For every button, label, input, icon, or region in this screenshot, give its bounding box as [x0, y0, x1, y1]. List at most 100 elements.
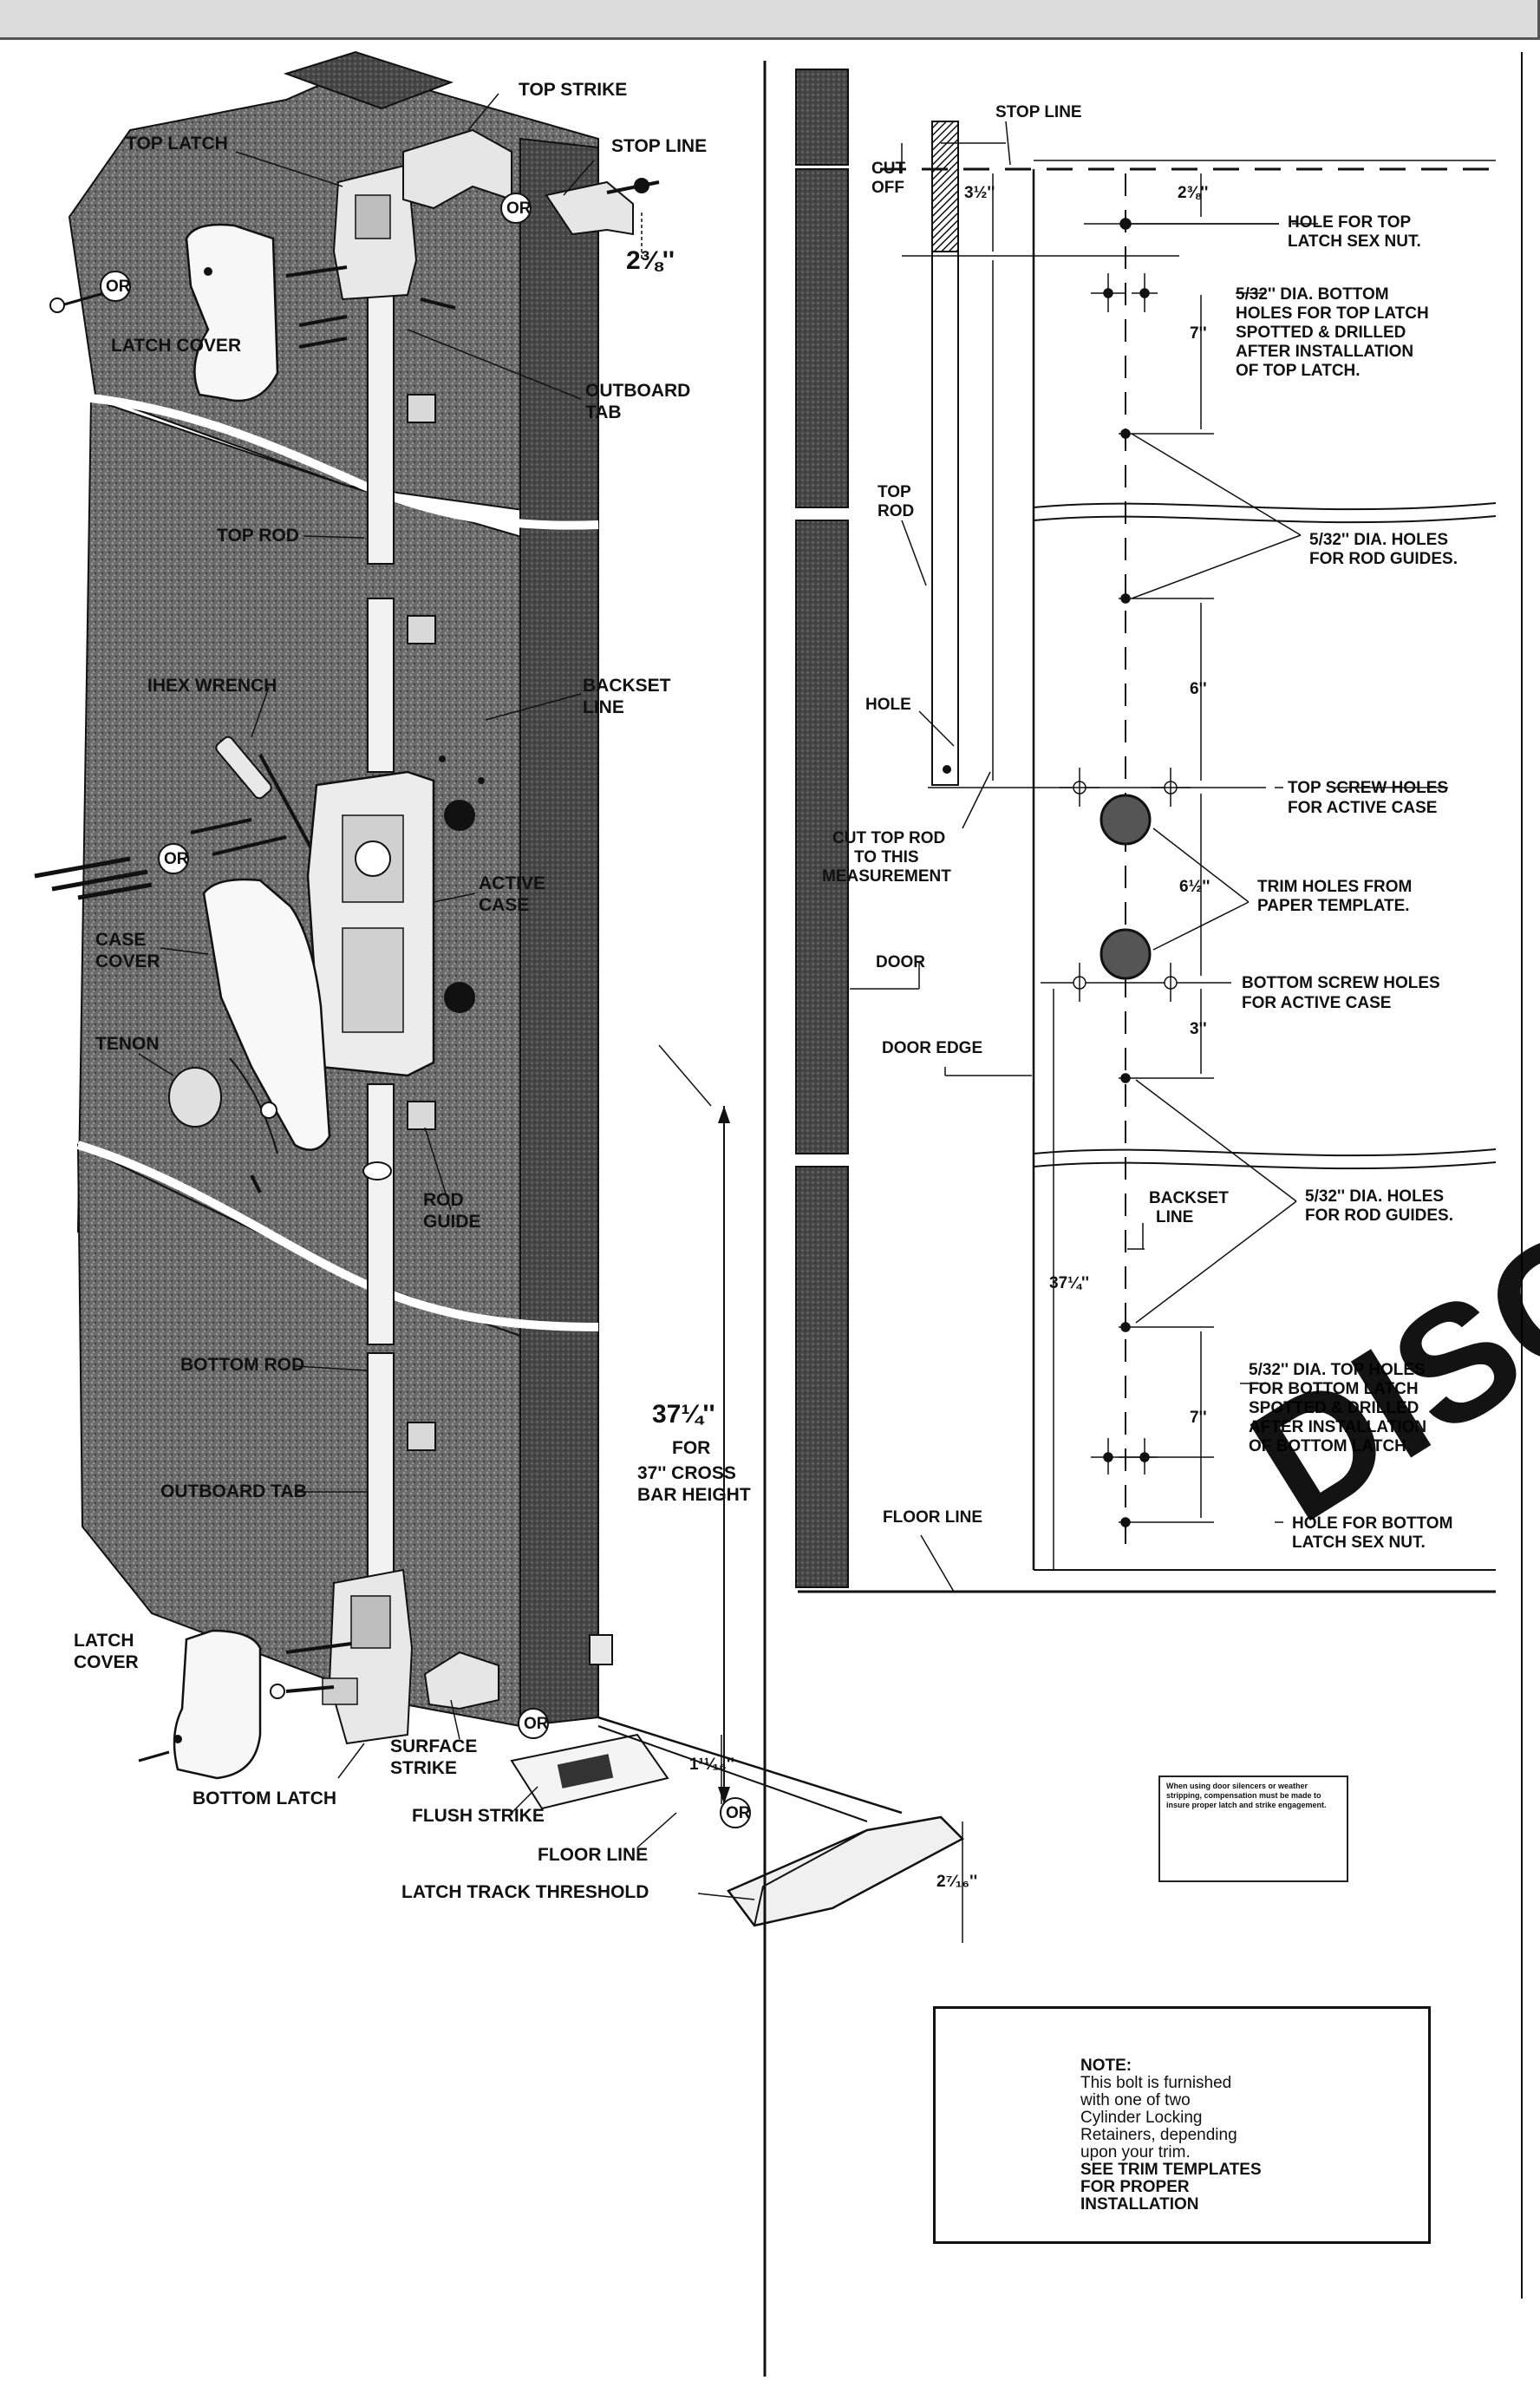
rlabel-dim-7-a: 7'' [1190, 324, 1207, 343]
lower-rod-shape [367, 1083, 395, 1345]
note-line-8: INSTALLATION [1080, 2195, 1199, 2214]
rlabel-dim-2-3-8: 2⅜'' [1178, 184, 1208, 202]
rlabel-floor-line: FLOOR LINE [883, 1508, 982, 1527]
rlabel-hole-top-latch-1: HOLE FOR TOP [1288, 213, 1411, 232]
rlabel-top-screw-1: TOP SCREW HOLES [1288, 779, 1448, 797]
note-line-7: FOR PROPER [1080, 2178, 1190, 2196]
note-line-3: Cylinder Locking [1080, 2109, 1203, 2127]
door-strip-top [795, 69, 849, 166]
rlabel-bottom-screw-2: FOR ACTIVE CASE [1242, 994, 1391, 1012]
label-latch-cover-bottom-2: COVER [74, 1652, 139, 1672]
rlabel-top-holes-3: SPOTTED & DRILLED [1249, 1399, 1419, 1417]
trim-hole-lower [444, 982, 475, 1013]
label-cross-bar-1: 37'' CROSS [637, 1463, 736, 1483]
rlabel-rod-guides-b-1: 5/32'' DIA. HOLES [1305, 1187, 1444, 1206]
note-heading: NOTE: [1080, 2057, 1132, 2075]
label-active-case-2: CASE [479, 895, 529, 915]
rlabel-cut-top-rod-3: MEASUREMENT [822, 867, 951, 886]
or-badge-4 [518, 1708, 549, 1739]
rlabel-dim-6-1-2: 6½'' [1179, 878, 1210, 896]
note-line-4: Retainers, depending [1080, 2126, 1237, 2144]
rlabel-door: DOOR [876, 953, 925, 971]
label-dim-37-1-4: 37¼'' [652, 1400, 715, 1429]
rlabel-hole-bottom-latch-2: LATCH SEX NUT. [1292, 1534, 1426, 1552]
case-cover-shape [202, 878, 331, 1151]
rlabel-top-rod-1: TOP [878, 483, 911, 501]
rlabel-dim-3-1-2: 3½'' [964, 184, 995, 202]
door-edge-side [519, 137, 599, 1728]
label-cross-bar-2: BAR HEIGHT [637, 1485, 751, 1505]
rlabel-dim-3: 3'' [1190, 1020, 1207, 1038]
note-line-5: upon your trim. [1080, 2143, 1191, 2161]
top-rod-outline [931, 251, 959, 786]
label-or-3: OR [164, 850, 189, 868]
label-surface-strike-1: SURFACE [390, 1736, 477, 1756]
rlabel-cut-off-1: CUT [871, 160, 905, 178]
rlabel-bottom-holes-1: 5/32'' DIA. BOTTOM [1236, 285, 1389, 304]
rlabel-trim-holes-2: PAPER TEMPLATE. [1257, 897, 1410, 915]
rod-guide-4 [407, 1422, 436, 1451]
label-backset-line-2: LINE [583, 697, 624, 717]
hex-wrench-shape [215, 736, 314, 851]
tear-break-lower [76, 1141, 599, 1331]
note-box [933, 2006, 1431, 2244]
header-banner [0, 0, 1540, 40]
label-outboard-tab-bottom: OUTBOARD TAB [160, 1481, 307, 1501]
label-bottom-latch: BOTTOM LATCH [192, 1789, 336, 1808]
label-for: FOR [672, 1438, 710, 1458]
rlabel-hole-top-latch-2: LATCH SEX NUT. [1288, 232, 1421, 251]
rlabel-stop-line: STOP LINE [995, 103, 1082, 121]
label-outboard-tab-2: TAB [585, 402, 622, 422]
rlabel-top-holes-1: 5/32'' DIA. TOP HOLES [1249, 1361, 1426, 1379]
rod-guide-2 [407, 615, 436, 644]
label-rod-guide-1: ROD [423, 1190, 464, 1210]
watermark: DISC [1222, 1192, 1540, 1556]
rlabel-bottom-screw-1: BOTTOM SCREW HOLES [1242, 974, 1440, 992]
rlabel-top-holes-2: FOR BOTTOM LATCH [1249, 1380, 1419, 1398]
rlabel-cut-top-rod-1: CUT TOP ROD [832, 829, 945, 847]
label-latch-cover-bottom-1: LATCH [74, 1631, 134, 1651]
label-top-rod: TOP ROD [217, 526, 299, 546]
label-latch-track-threshold: LATCH TRACK THRESHOLD [401, 1882, 649, 1902]
rlabel-bottom-holes-2: HOLES FOR TOP LATCH [1236, 304, 1429, 323]
label-stop-line: STOP LINE [611, 136, 707, 156]
rlabel-rod-guides-a-1: 5/32'' DIA. HOLES [1309, 531, 1448, 549]
note-line-1: This bolt is furnished [1080, 2074, 1232, 2092]
label-case-cover-1: CASE [95, 930, 146, 950]
rlabel-backset-2: LINE [1156, 1208, 1193, 1226]
label-surface-strike-2: STRIKE [390, 1758, 457, 1778]
rlabel-top-holes-4: AFTER INSTALLATION [1249, 1418, 1426, 1436]
rlabel-top-holes-5: OF BOTTOM LATCH. [1249, 1437, 1411, 1455]
rlabel-hole: HOLE [865, 696, 911, 714]
rlabel-bottom-holes-4: AFTER INSTALLATION [1236, 343, 1413, 361]
rlabel-cut-off-2: OFF [871, 179, 904, 197]
label-tenon: TENON [95, 1034, 160, 1054]
rlabel-trim-holes-1: TRIM HOLES FROM [1257, 878, 1412, 896]
rlabel-rod-guides-b-2: FOR ROD GUIDES. [1305, 1207, 1453, 1225]
label-or-4: OR [524, 1715, 549, 1733]
rlabel-bottom-holes-3: SPOTTED & DRILLED [1236, 324, 1406, 342]
label-top-latch: TOP LATCH [126, 134, 228, 154]
note-line-2: with one of two [1080, 2091, 1191, 2109]
middle-rod-shape [367, 598, 395, 773]
rod-guide-1 [407, 394, 436, 423]
label-bottom-rod: BOTTOM ROD [180, 1355, 304, 1375]
label-flush-strike: FLUSH STRIKE [412, 1806, 545, 1826]
rlabel-bottom-holes-5: OF TOP LATCH. [1236, 362, 1361, 380]
rlabel-top-rod-2: ROD [878, 502, 914, 520]
or-badge-5 [720, 1797, 751, 1828]
rlabel-dim-6: 6'' [1190, 680, 1207, 698]
label-latch-cover-top: LATCH COVER [111, 336, 241, 356]
drilling-template-drawing [795, 69, 1497, 1593]
rlabel-cut-top-rod-2: TO THIS [854, 848, 919, 867]
rlabel-dim-7-b: 7'' [1190, 1409, 1207, 1427]
trim-hole-template-upper [1100, 794, 1152, 846]
tenon-shape [168, 1067, 222, 1128]
note-line-6: SEE TRIM TEMPLATES [1080, 2161, 1262, 2179]
label-outboard-tab-1: OUTBOARD [585, 381, 690, 401]
or-badge-1 [500, 193, 532, 224]
label-dim-2-3-8: 2⅜'' [626, 246, 675, 275]
label-or-5: OR [726, 1804, 751, 1822]
